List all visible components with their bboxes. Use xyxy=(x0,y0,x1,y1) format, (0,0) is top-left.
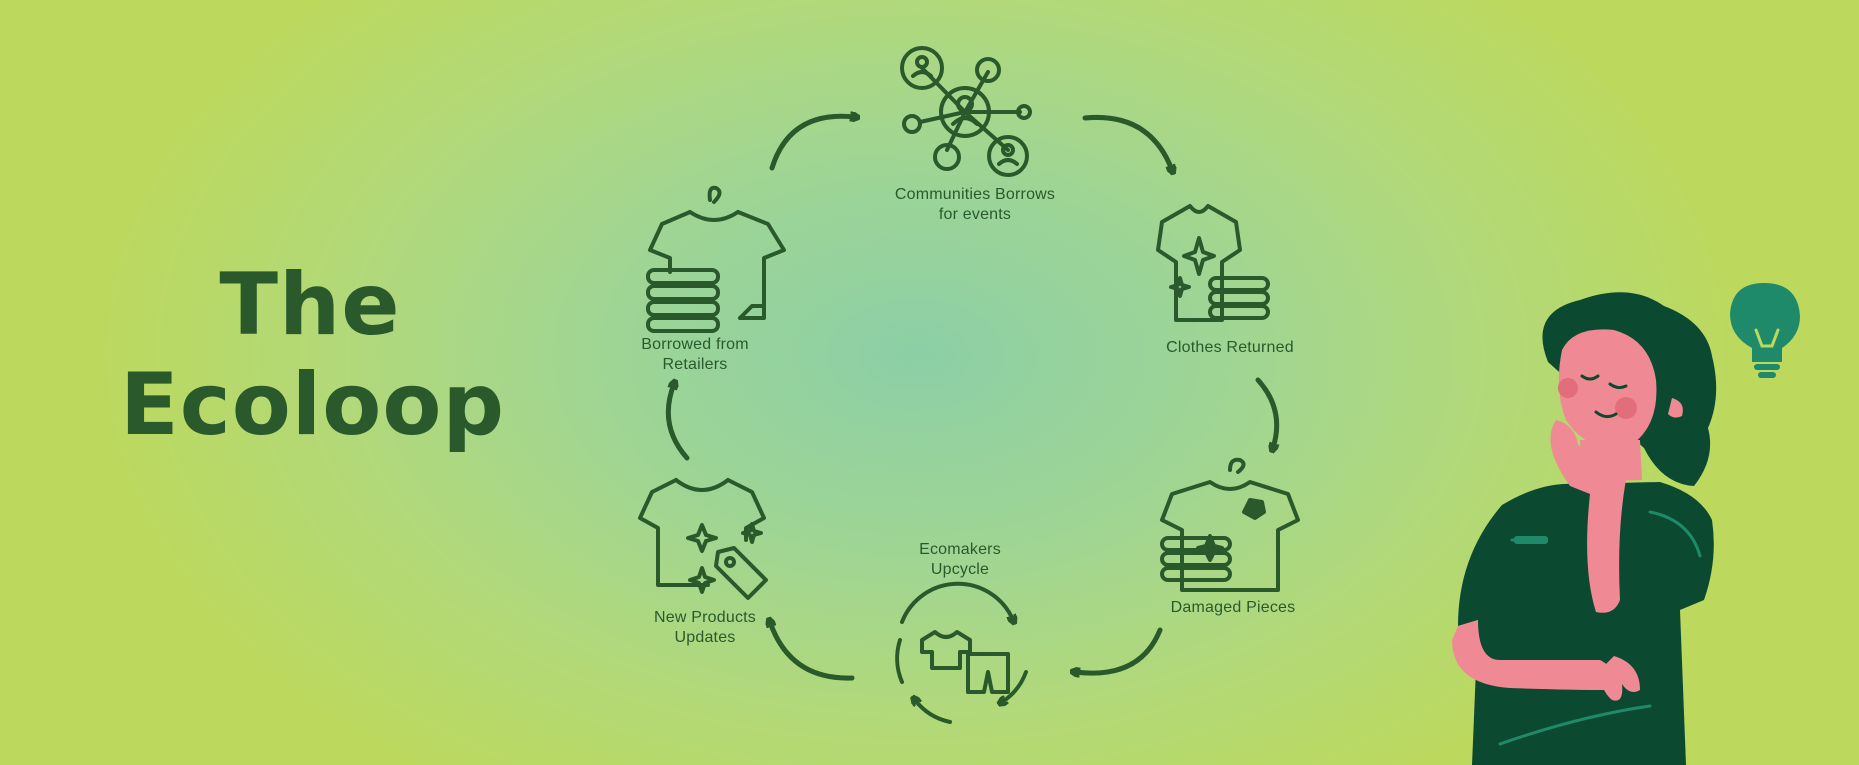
step-label-borrowed: Borrowed from Retailers xyxy=(641,335,749,375)
upcycle-icon xyxy=(897,584,1026,722)
step-1-line-2: for events xyxy=(895,205,1055,225)
arrow-3 xyxy=(1075,630,1160,673)
thinking-person-icon xyxy=(1452,292,1716,765)
borrowed-clothes-icon xyxy=(648,188,784,331)
lightbulb-icon xyxy=(1730,283,1800,378)
arrow-6 xyxy=(772,116,855,168)
arrow-5 xyxy=(668,384,687,458)
step-6-line-1: Borrowed from xyxy=(641,335,749,355)
step-label-damaged-pieces: Damaged Pieces xyxy=(1171,598,1296,618)
step-5-line-2: Updates xyxy=(654,628,756,648)
step-1-line-1: Communities Borrows xyxy=(895,185,1055,205)
community-network-icon xyxy=(902,48,1030,175)
new-product-tag-icon xyxy=(640,480,766,598)
step-label-ecomakers: Ecomakers Upcycle xyxy=(919,540,1001,580)
step-5-line-1: New Products xyxy=(654,608,756,628)
arrow-1 xyxy=(1085,117,1172,170)
arrow-4 xyxy=(770,622,852,678)
arrow-2 xyxy=(1258,380,1277,448)
step-label-clothes-returned: Clothes Returned xyxy=(1166,338,1294,358)
step-4-line-1: Ecomakers xyxy=(919,540,1001,560)
step-label-new-products: New Products Updates xyxy=(654,608,756,648)
step-2-line-1: Clothes Returned xyxy=(1166,338,1294,358)
step-4-line-2: Upcycle xyxy=(919,560,1001,580)
step-3-line-1: Damaged Pieces xyxy=(1171,598,1296,618)
damaged-pieces-icon xyxy=(1162,460,1298,590)
step-6-line-2: Retailers xyxy=(641,355,749,375)
step-label-communities: Communities Borrows for events xyxy=(895,185,1055,225)
clothes-returned-icon xyxy=(1158,206,1268,320)
